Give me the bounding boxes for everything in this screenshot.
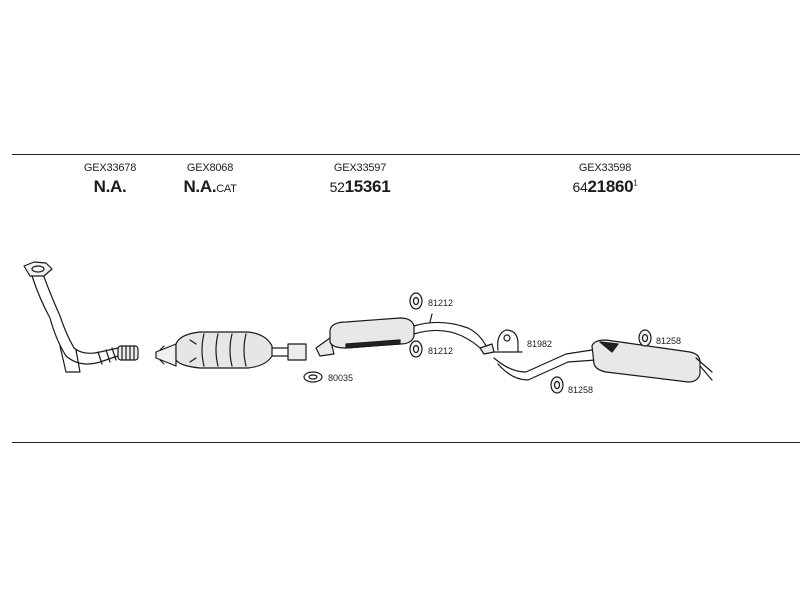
fitting-label-81212-top: 81212: [428, 298, 453, 308]
part-number: 64218601: [572, 177, 638, 196]
part-catalytic-converter: GEX8068 N.A.CAT: [170, 162, 250, 197]
rubber-mount-81258-upper: [638, 329, 652, 347]
catalytic-converter-drawing: [155, 331, 307, 369]
part-number: N.A.: [93, 177, 127, 196]
rubber-mount-81212-top: [409, 292, 423, 310]
fitting-label-81982: 81982: [527, 339, 552, 349]
clamp-81982-drawing: [493, 329, 523, 353]
rubber-mount-81258-lower: [550, 376, 564, 394]
middle-silencer-drawing: [315, 313, 495, 357]
rubber-mount-81212-bottom: [409, 340, 423, 358]
bottom-divider-line: [12, 442, 800, 443]
fitting-label-81258-lower: 81258: [568, 385, 593, 395]
part-number: N.A.CAT: [183, 177, 237, 196]
part-rear-silencer: GEX33598 64218601: [545, 162, 665, 197]
part-code: GEX33598: [578, 162, 632, 174]
gasket-80035-drawing: [303, 371, 323, 383]
top-divider-line: [12, 154, 800, 155]
rear-silencer-drawing: [493, 339, 713, 383]
fitting-label-81258-upper: 81258: [656, 336, 681, 346]
fitting-label-80035: 80035: [328, 373, 353, 383]
fitting-label-81212-bottom: 81212: [428, 346, 453, 356]
part-front-pipe: GEX33678 N.A.: [70, 162, 150, 197]
front-pipe-drawing: [23, 261, 139, 373]
part-code: GEX33678: [83, 162, 137, 174]
part-code: GEX8068: [186, 162, 234, 174]
part-code: GEX33597: [333, 162, 387, 174]
part-number: 5215361: [329, 177, 391, 196]
part-middle-silencer: GEX33597 5215361: [310, 162, 410, 197]
